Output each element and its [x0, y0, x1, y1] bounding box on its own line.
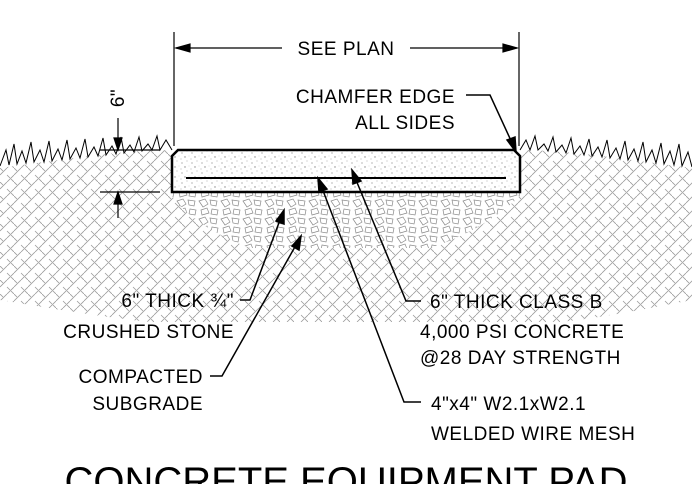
mesh-leader [317, 175, 421, 403]
subgrade-label-line2: SUBGRADE [92, 394, 203, 415]
stone-label-line2: CRUSHED STONE [63, 322, 234, 343]
stone-leader [240, 207, 285, 301]
see-plan-dimension [173, 32, 520, 146]
concrete-pad [170, 148, 522, 194]
stone-label-line1: 6" THICK ¾" [121, 291, 234, 312]
concrete-leader [351, 167, 421, 302]
chamfer-label-line1: CHAMFER EDGE [296, 87, 455, 108]
concrete-label-line1: 6" THICK CLASS B [430, 292, 603, 313]
mesh-label-line1: 4"x4" W2.1xW2.1 [431, 394, 586, 415]
thickness-label: 6" [108, 89, 129, 107]
concrete-label-line2: 4,000 PSI CONCRETE [420, 322, 624, 343]
concrete-label-line3: @28 DAY STRENGTH [420, 348, 621, 369]
grass-left [0, 134, 173, 167]
subgrade-leader [210, 233, 303, 377]
see-plan-label: SEE PLAN [298, 39, 395, 60]
chamfer-leader [466, 94, 517, 155]
mesh-label-line2: WELDED WIRE MESH [431, 424, 635, 445]
chamfer-label-line2: ALL SIDES [355, 113, 455, 134]
thickness-dimension [100, 118, 160, 218]
subgrade-label-line1: COMPACTED [79, 367, 203, 388]
crushed-stone-layer [172, 192, 520, 248]
grass-right [519, 134, 692, 168]
drawing-title: CONCRETE EQUIPMENT PAD [64, 460, 627, 484]
